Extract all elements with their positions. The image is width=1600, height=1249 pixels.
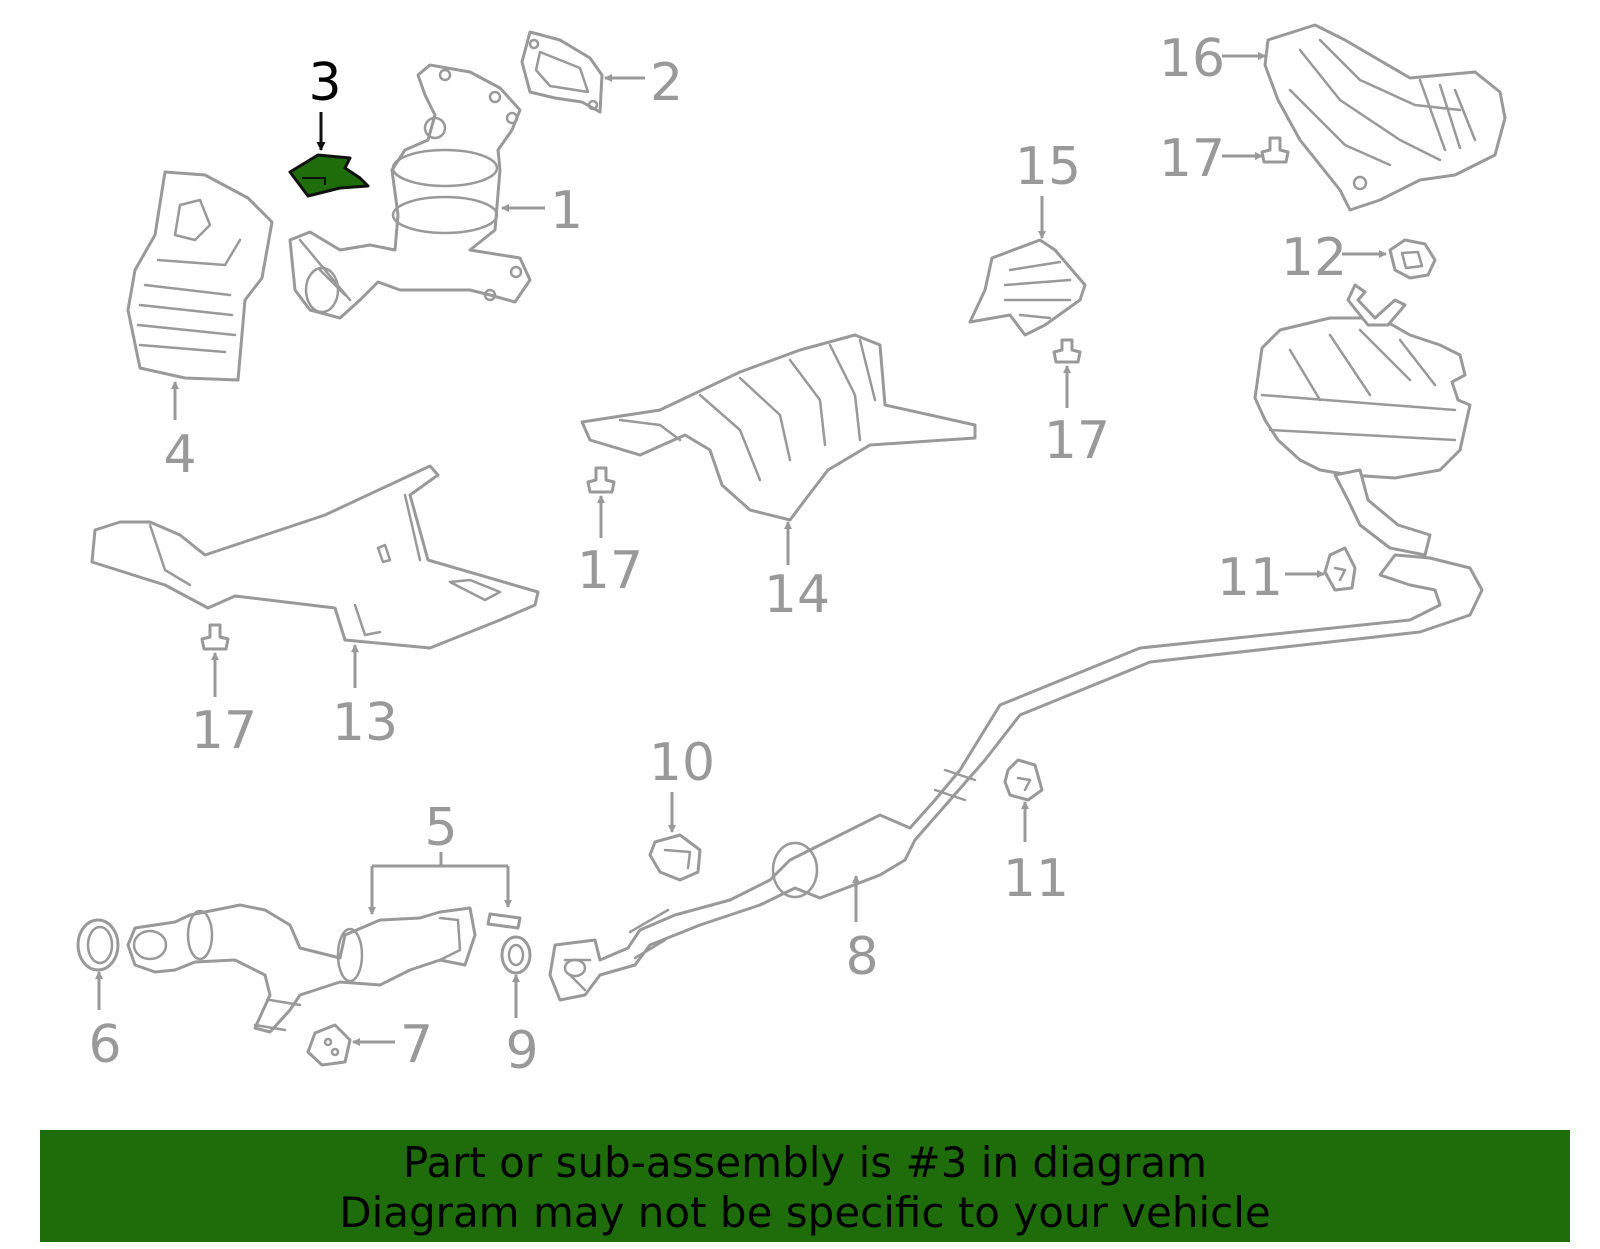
callout-11-front: 11 <box>1003 849 1069 909</box>
callout-17-d: 17 <box>191 701 257 761</box>
part-2-gasket[interactable] <box>520 30 604 114</box>
info-banner: Part or sub-assembly is #3 in diagram Di… <box>40 1130 1570 1242</box>
part-8-center-pipe[interactable] <box>548 553 1484 1002</box>
part-17-bolt-b[interactable] <box>1052 338 1082 364</box>
part-5-front-pipe[interactable] <box>126 903 477 1034</box>
part-15-heat-shield[interactable] <box>968 238 1087 337</box>
callout-2: 2 <box>650 53 683 113</box>
callout-3: 3 <box>308 53 341 113</box>
part-4-heat-shield[interactable] <box>126 170 274 382</box>
callout-9: 9 <box>505 1021 538 1081</box>
part-13-heat-shield[interactable] <box>90 464 540 650</box>
callout-5: 5 <box>424 798 457 858</box>
callout-10: 10 <box>649 733 715 793</box>
leader-lines <box>95 52 1387 1046</box>
part-7-hanger-bracket[interactable] <box>306 1023 352 1067</box>
part-3-highlighted-bracket[interactable] <box>288 153 370 198</box>
part-5-stud[interactable] <box>486 912 522 930</box>
part-11-hanger-front[interactable] <box>1003 758 1044 802</box>
callout-17-a: 17 <box>1159 129 1225 189</box>
callout-1: 1 <box>550 181 583 241</box>
part-11-hanger-rear[interactable] <box>1323 546 1357 592</box>
part-10-grommet[interactable] <box>648 833 702 882</box>
muffler[interactable] <box>1253 283 1472 557</box>
part-16-heat-shield[interactable] <box>1263 23 1507 212</box>
callout-4: 4 <box>163 425 196 485</box>
exhaust-parts-diagram: 3 1 2 4 5 6 7 8 9 10 11 11 12 13 14 15 1… <box>76 23 1507 1081</box>
callout-16: 16 <box>1159 29 1225 89</box>
callout-8: 8 <box>845 927 878 987</box>
part-17-bolt-d[interactable] <box>200 623 230 651</box>
callout-17-c: 17 <box>577 541 643 601</box>
part-9-ring[interactable] <box>500 935 532 975</box>
callout-12: 12 <box>1281 228 1347 288</box>
callout-13: 13 <box>332 693 398 753</box>
banner-line-1: Part or sub-assembly is #3 in diagram <box>402 1138 1208 1187</box>
callout-6: 6 <box>88 1015 121 1075</box>
part-14-heat-shield[interactable] <box>580 333 977 522</box>
part-12-gasket[interactable] <box>1388 238 1437 280</box>
callout-11-rear: 11 <box>1217 548 1283 608</box>
part-6-gasket-ring[interactable] <box>76 918 120 972</box>
callout-17-b: 17 <box>1044 411 1110 471</box>
callout-15: 15 <box>1015 137 1081 197</box>
banner-line-2: Diagram may not be specific to your vehi… <box>339 1188 1271 1237</box>
part-17-bolt-c[interactable] <box>586 466 616 494</box>
part-17-bolt-a[interactable] <box>1260 136 1290 164</box>
callout-14: 14 <box>764 565 830 625</box>
part-1-catalytic-converter[interactable] <box>288 63 532 320</box>
callout-7: 7 <box>400 1015 433 1075</box>
